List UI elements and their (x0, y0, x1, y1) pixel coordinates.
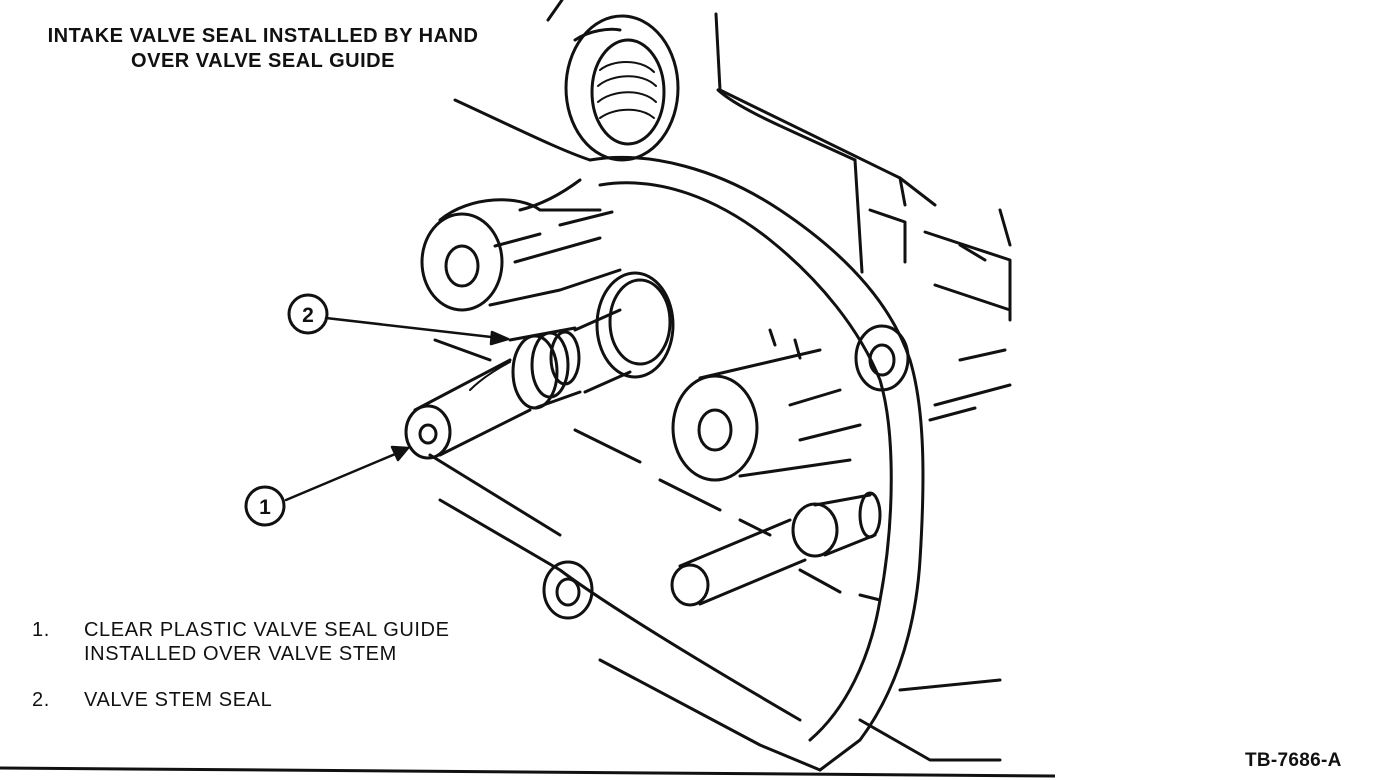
legend-text: VALVE STEM SEAL (84, 689, 273, 711)
callout-circle-2 (287, 293, 329, 335)
figure-id: TB-7686-A (1245, 750, 1342, 771)
callout-number-1: 1 (259, 496, 271, 519)
leader-line-1 (284, 445, 410, 502)
title-line-2: OVER VALVE SEAL GUIDE (131, 50, 395, 72)
bolt-hole-right (854, 324, 910, 392)
legend-number: 1. (32, 619, 50, 641)
bolt-boss-center (671, 348, 852, 482)
exhaust-valve-stem (670, 491, 882, 607)
casting-top-edge (546, 0, 564, 22)
bolt-hole-bottom (542, 560, 594, 620)
legend-number: 2. (32, 689, 50, 711)
legend-item: 1. CLEAR PLASTIC VALVE SEAL GUIDE INSTAL… (32, 618, 450, 666)
threaded-port (564, 14, 680, 162)
shading-lines (433, 208, 1012, 602)
bottom-rule (0, 766, 1056, 778)
figure-title: INTAKE VALVE SEAL INSTALLED BY HAND OVER… (18, 24, 508, 74)
valve-seal-guide (404, 358, 532, 460)
valve-spring-seat (573, 271, 675, 394)
flange-outline (588, 156, 925, 772)
title-line-1: INTAKE VALVE SEAL INSTALLED BY HAND (47, 25, 479, 47)
casting-outline-upper (453, 98, 592, 162)
callout-number-2: 2 (302, 304, 314, 327)
legend-text: CLEAR PLASTIC VALVE SEAL GUIDE INSTALLED… (84, 619, 450, 665)
leader-line-2 (324, 316, 510, 346)
legend-item: 2. VALVE STEM SEAL (32, 688, 450, 712)
valve-stem-seal (508, 326, 582, 410)
parts-legend: 1. CLEAR PLASTIC VALVE SEAL GUIDE INSTAL… (32, 618, 450, 734)
callout-circle-1 (244, 485, 286, 527)
bolt-hole-upper-left (420, 198, 622, 312)
